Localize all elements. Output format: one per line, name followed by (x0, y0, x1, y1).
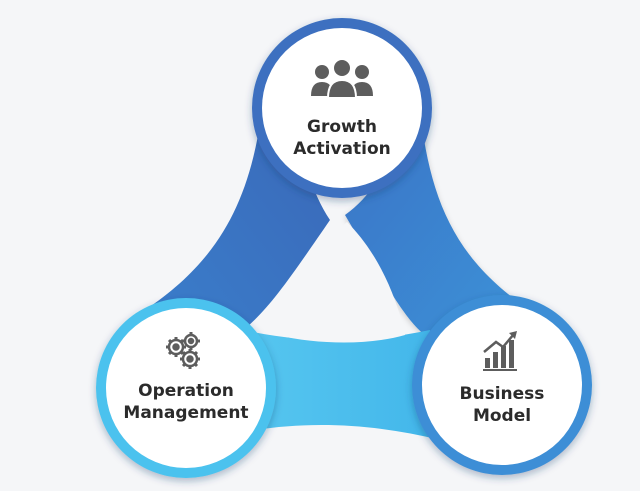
node-right-face (422, 305, 582, 465)
node-top-label-line2: Activation (293, 139, 391, 159)
node-left-label-line2: Management (123, 403, 249, 423)
node-right-label: Business Model (427, 383, 577, 427)
node-top-label-line1: Growth (307, 117, 377, 137)
node-top-face (262, 28, 422, 188)
node-right-label-line2: Model (472, 406, 532, 426)
node-left-label-line1: Operation (138, 381, 234, 401)
node-top-label: Growth Activation (267, 116, 417, 160)
node-left-face (106, 308, 266, 468)
node-left-label: Operation Management (111, 380, 261, 424)
center-hole (276, 222, 405, 343)
bar-chart-growth-icon (483, 331, 517, 371)
gears-icon (166, 332, 200, 369)
node-right-label-line1: Business (459, 384, 545, 404)
people-group-icon (311, 59, 373, 99)
